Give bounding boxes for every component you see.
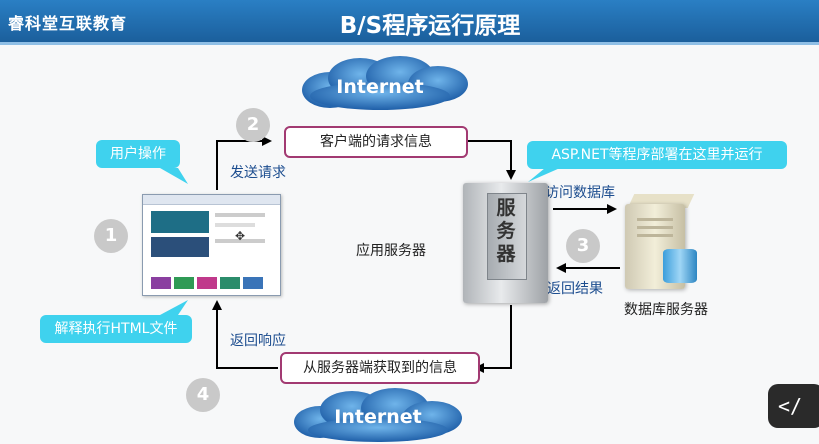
request-info-box: 客户端的请求信息 xyxy=(284,126,468,158)
browser-toolbar xyxy=(143,195,280,205)
asp-net-callout: ASP.NET等程序部署在这里并运行 xyxy=(527,141,787,169)
browser-banner-2 xyxy=(151,237,209,257)
app-server-image: 服务器 xyxy=(463,183,548,303)
step-1-badge: 1 xyxy=(94,219,128,253)
cloud-top-shape xyxy=(302,56,468,110)
cloud-top-label: Internet xyxy=(336,76,424,98)
header-divider xyxy=(0,42,819,45)
return-result-label: 返回结果 xyxy=(547,281,603,297)
browser-tile xyxy=(174,277,194,289)
brand-logo: 睿科堂互联教育 xyxy=(8,14,128,33)
step-2-badge: 2 xyxy=(236,108,270,142)
render-html-callout: 解释执行HTML文件 xyxy=(40,315,192,343)
user-action-callout: 用户操作 xyxy=(96,140,180,168)
browser-banner-1 xyxy=(151,211,209,233)
browser-tile xyxy=(243,277,263,289)
cursor-icon: ✥ xyxy=(235,229,246,243)
response-info-box: 从服务器端获取到的信息 xyxy=(280,352,480,384)
title-bar: 睿科堂互联教育 B/S程序运行原理 xyxy=(0,0,819,42)
browser-window-image: ✥ xyxy=(142,194,281,296)
app-server-label: 应用服务器 xyxy=(356,243,426,259)
browser-text-line xyxy=(215,223,255,227)
access-db-label: 访问数据库 xyxy=(545,185,615,201)
browser-text-line xyxy=(215,239,265,243)
db-slot xyxy=(637,218,673,221)
cloud-bottom-label: Internet xyxy=(334,406,422,428)
browser-tile xyxy=(197,277,217,289)
server-panel-label: 服务器 xyxy=(496,197,516,265)
send-request-label: 发送请求 xyxy=(230,165,286,181)
browser-text-line xyxy=(215,213,265,217)
step-4-badge: 4 xyxy=(186,378,220,412)
code-view-button[interactable]: </ xyxy=(768,384,819,428)
db-slot xyxy=(637,226,673,229)
slide-title: B/S程序运行原理 xyxy=(339,13,521,39)
db-slot xyxy=(637,234,673,237)
cloud-bottom-shape xyxy=(294,388,462,442)
step-3-badge: 3 xyxy=(566,229,600,263)
db-server-image xyxy=(625,194,697,289)
browser-tile xyxy=(151,277,171,289)
server-front-panel xyxy=(487,193,527,280)
db-server-label: 数据库服务器 xyxy=(624,302,708,318)
return-response-label: 返回响应 xyxy=(230,333,286,349)
browser-tile xyxy=(220,277,240,289)
database-cylinder-icon xyxy=(663,249,697,283)
